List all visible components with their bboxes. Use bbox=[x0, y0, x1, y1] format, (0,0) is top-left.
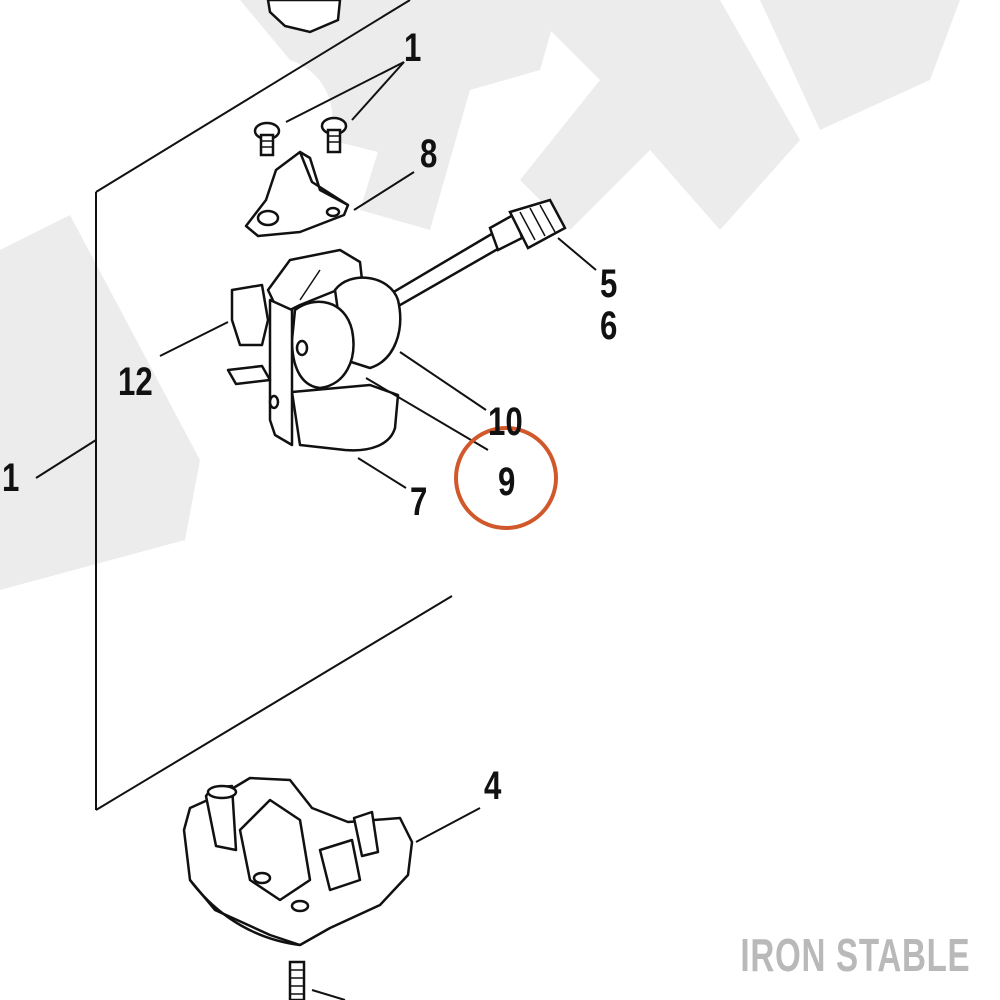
callout-12: 12 bbox=[118, 360, 153, 404]
callout-6: 6 bbox=[600, 304, 618, 348]
switch-assembly bbox=[226, 248, 402, 452]
callout-1-top: 1 bbox=[404, 26, 422, 70]
callout-1-left: 1 bbox=[2, 456, 20, 500]
callout-8: 8 bbox=[420, 132, 438, 176]
callout-9: 9 bbox=[498, 460, 516, 504]
highlight-circle bbox=[454, 426, 558, 530]
callout-10: 10 bbox=[488, 400, 523, 444]
leader-lines bbox=[35, 61, 597, 1000]
brand-logo-text: IRON STABLE bbox=[740, 929, 970, 981]
callout-4: 4 bbox=[484, 764, 502, 808]
top-housing-part bbox=[266, 0, 342, 34]
callout-7: 7 bbox=[410, 480, 428, 524]
screw-pair bbox=[253, 116, 348, 157]
lower-housing-part bbox=[182, 776, 414, 947]
bracket-part bbox=[244, 150, 350, 238]
watermark bbox=[0, 0, 960, 590]
frame-lines bbox=[95, 0, 453, 811]
callout-5: 5 bbox=[600, 262, 618, 306]
bottom-screw bbox=[288, 960, 306, 1000]
